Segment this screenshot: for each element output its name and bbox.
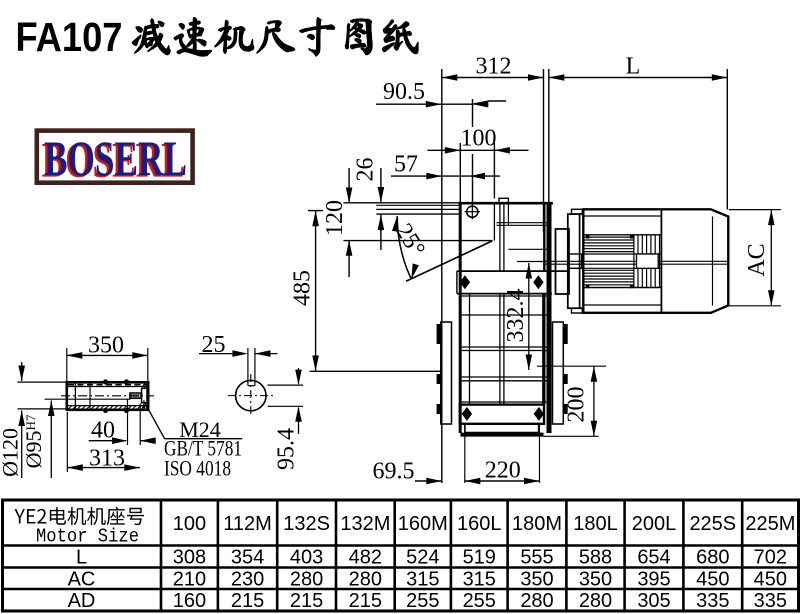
svg-text:280: 280 — [579, 590, 612, 612]
svg-text:555: 555 — [520, 547, 553, 569]
svg-text:120: 120 — [322, 200, 348, 236]
svg-text:100: 100 — [461, 126, 497, 152]
svg-text:100: 100 — [173, 513, 206, 535]
svg-text:112M: 112M — [223, 513, 272, 535]
svg-text:350: 350 — [579, 569, 612, 591]
svg-text:215: 215 — [290, 590, 323, 612]
svg-text:40: 40 — [91, 418, 115, 444]
svg-text:350: 350 — [520, 569, 553, 591]
svg-text:280: 280 — [290, 569, 323, 591]
svg-text:654: 654 — [637, 547, 670, 569]
svg-text:95.4: 95.4 — [274, 428, 300, 470]
svg-text:180M: 180M — [512, 513, 562, 535]
svg-text:200L: 200L — [632, 513, 677, 535]
svg-text:255: 255 — [463, 590, 496, 612]
svg-text:680: 680 — [696, 547, 729, 569]
svg-text:26: 26 — [353, 158, 379, 182]
svg-text:225M: 225M — [745, 513, 795, 535]
svg-text:AC: AC — [68, 569, 96, 591]
svg-text:230: 230 — [231, 569, 264, 591]
svg-text:225S: 225S — [689, 513, 736, 535]
svg-text:702: 702 — [754, 547, 787, 569]
svg-text:160M: 160M — [398, 513, 448, 535]
svg-text:57: 57 — [394, 152, 418, 178]
svg-text:403: 403 — [290, 547, 323, 569]
svg-text:315: 315 — [463, 569, 496, 591]
svg-text:BOSERL: BOSERL — [44, 131, 187, 186]
svg-text:160: 160 — [173, 590, 206, 612]
svg-text:210: 210 — [173, 569, 206, 591]
svg-text:L: L — [626, 54, 641, 80]
svg-text:588: 588 — [579, 547, 612, 569]
svg-text:524: 524 — [406, 547, 439, 569]
svg-text:313: 313 — [89, 446, 125, 472]
svg-text:132M: 132M — [340, 513, 390, 535]
svg-text:280: 280 — [520, 590, 553, 612]
svg-text:280: 280 — [349, 569, 382, 591]
svg-text:485: 485 — [290, 270, 316, 306]
svg-text:Ø120: Ø120 — [0, 428, 23, 477]
svg-text:Motor Size: Motor Size — [36, 526, 139, 548]
svg-text:312: 312 — [476, 54, 512, 80]
svg-text:305: 305 — [637, 590, 670, 612]
svg-text:132S: 132S — [283, 513, 330, 535]
svg-text:AD: AD — [68, 590, 96, 612]
svg-text:215: 215 — [349, 590, 382, 612]
svg-text:482: 482 — [349, 547, 382, 569]
svg-text:220: 220 — [485, 458, 521, 484]
svg-text:255: 255 — [406, 590, 439, 612]
svg-text:308: 308 — [173, 547, 206, 569]
svg-text:215: 215 — [231, 590, 264, 612]
svg-text:FA107: FA107 — [16, 14, 123, 60]
svg-text:ISO 4018: ISO 4018 — [164, 456, 231, 481]
svg-text:450: 450 — [754, 569, 787, 591]
svg-text:350: 350 — [88, 333, 124, 359]
svg-text:AC: AC — [744, 243, 770, 276]
svg-text:L: L — [76, 547, 87, 569]
svg-text:335: 335 — [754, 590, 787, 612]
svg-text:354: 354 — [231, 547, 264, 569]
svg-text:335: 335 — [696, 590, 729, 612]
svg-text:69.5: 69.5 — [373, 459, 415, 485]
svg-text:395: 395 — [637, 569, 670, 591]
svg-text:180L: 180L — [573, 513, 618, 535]
svg-text:519: 519 — [463, 547, 496, 569]
svg-text:90.5: 90.5 — [383, 79, 425, 105]
svg-text:315: 315 — [406, 569, 439, 591]
svg-text:M24: M24 — [179, 417, 221, 442]
svg-text:GB/T 5781: GB/T 5781 — [164, 436, 242, 461]
svg-text:450: 450 — [696, 569, 729, 591]
svg-text:Ø95H7: Ø95H7 — [21, 414, 46, 468]
svg-text:160L: 160L — [457, 513, 502, 535]
svg-text:200: 200 — [564, 387, 590, 423]
svg-text:BOSERL: BOSERL — [42, 132, 185, 187]
svg-text:332.4: 332.4 — [503, 289, 529, 343]
svg-text:25: 25 — [202, 332, 226, 358]
